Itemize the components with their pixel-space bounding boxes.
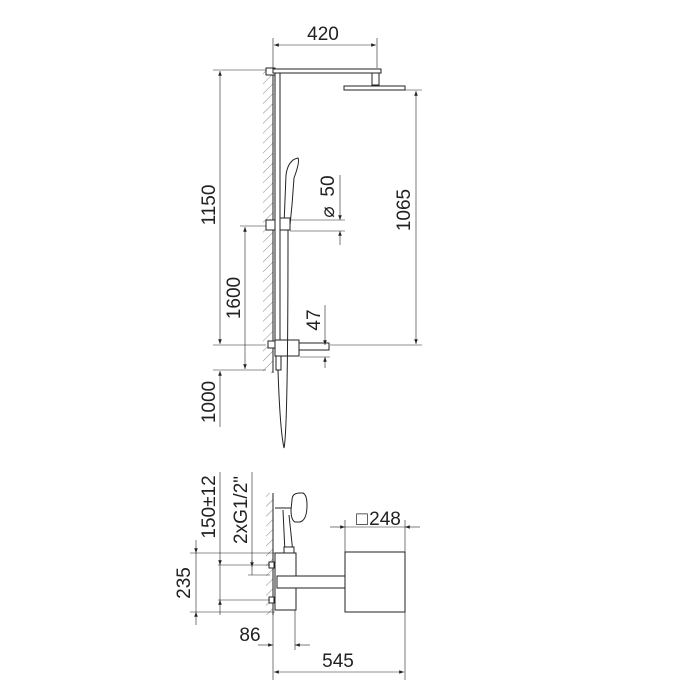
dim-outlet-offset: 47 [304, 309, 325, 330]
dim-mixer-depth: 86 [239, 625, 260, 646]
shower-arm [272, 68, 382, 74]
dim-floor-height: 1000 [199, 381, 220, 423]
side-view: 420 1150 1000 1600 1065 ⌀ 50 47 [199, 24, 422, 449]
dim-total-height: 1150 [199, 185, 220, 226]
dim-square-symbol: □ [356, 509, 368, 530]
head-connector [371, 72, 380, 86]
dim-bar-height: 1600 [224, 277, 245, 319]
dim-head-size: 248 [369, 509, 401, 530]
dim-diameter-symbol: ⌀ [318, 206, 339, 217]
shower-head-plan [344, 551, 406, 613]
dim-arm-length: 420 [307, 24, 339, 45]
slider [279, 217, 291, 231]
wall-hatch-plan [266, 493, 273, 615]
dim-connection-spacing: 150±12 [199, 475, 220, 538]
plan-view: □ 248 235 150±12 2xG1/2" 86 545 [174, 472, 420, 680]
dim-connection-thread: 2xG1/2" [231, 476, 252, 544]
hand-shower [283, 157, 299, 226]
hose [277, 229, 289, 449]
mixer-stub [267, 340, 276, 349]
dim-total-projection: 545 [322, 651, 354, 672]
mixer-outlet [298, 342, 330, 351]
riser-pipe [274, 71, 281, 348]
wall-bracket-middle [265, 219, 276, 231]
hand-shower-plan [290, 492, 308, 523]
hose-nut [275, 355, 282, 371]
dim-mixer-height: 235 [174, 567, 195, 599]
shower-head [343, 85, 406, 91]
dim-head-height: 1065 [394, 189, 415, 231]
dim-slider-diameter: 50 [318, 175, 339, 196]
